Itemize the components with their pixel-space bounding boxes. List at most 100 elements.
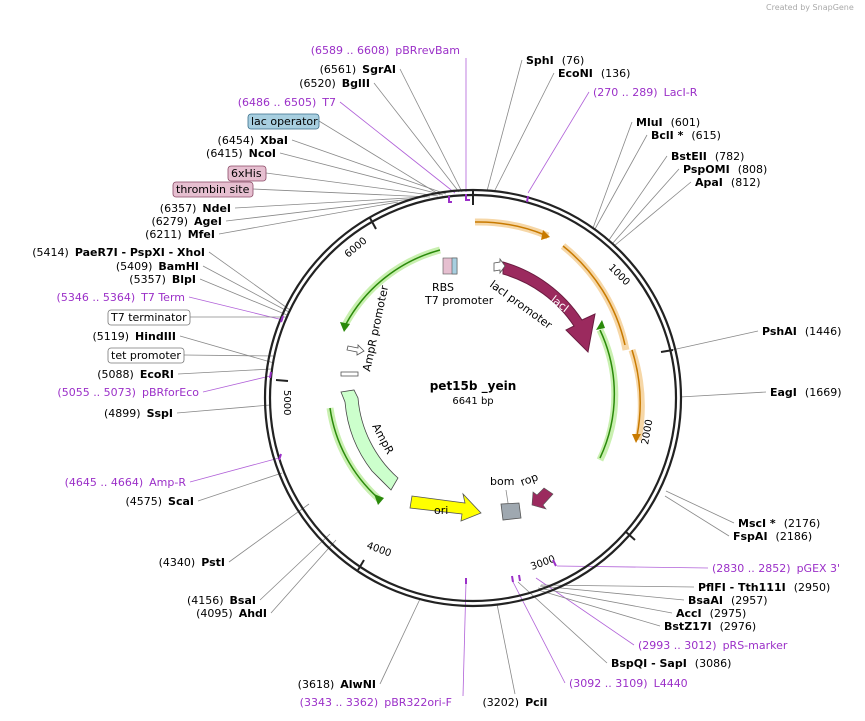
connector-17 — [189, 457, 280, 483]
primer-marks — [269, 194, 557, 584]
green-arrowhead-top-left — [340, 322, 350, 332]
site-label-amp-r: (4645 .. 4664)Amp-R — [65, 476, 187, 489]
plasmid-size: 6641 bp — [452, 396, 493, 407]
green-arc-top-left — [340, 246, 441, 329]
connector-18 — [197, 472, 283, 502]
green-arrowhead-lower-left — [374, 494, 384, 505]
site-label-pcii: (3202)PciI — [482, 696, 547, 709]
connector-12 — [188, 296, 284, 321]
site-label-bglii: (6520)BglII — [299, 77, 370, 90]
orange-arrowhead-top — [541, 230, 550, 240]
rbs-label: RBS — [432, 281, 454, 294]
site-label-hindiii: (5119)HindIII — [92, 330, 176, 343]
connector-8 — [218, 201, 399, 235]
connector-31 — [540, 584, 695, 588]
connector-44 — [486, 59, 523, 192]
svg-text:lac operator: lac operator — [251, 115, 318, 128]
site-label-bsteii: BstEII(782) — [671, 150, 744, 163]
connector-11 — [199, 278, 288, 316]
connector-10 — [202, 265, 290, 313]
connector-22 — [379, 598, 421, 685]
connector-38 — [611, 168, 680, 245]
rop-label: rop — [519, 470, 540, 488]
site-label-pbrforeco: (5055 .. 5073)pBRforEco — [57, 386, 199, 399]
connector-29 — [537, 587, 673, 614]
site-label-blpi: (5357)BlpI — [129, 273, 196, 286]
site-label-ncoi: (6415)NcoI — [206, 147, 276, 160]
connector-35 — [679, 391, 767, 398]
tick-label-5000: 5000 — [281, 390, 292, 415]
plasmid-name: pet15b _yein — [430, 379, 517, 394]
svg-text:T7 terminator: T7 terminator — [110, 311, 187, 324]
laci-promoter-arrow — [493, 257, 506, 275]
site-labels: (6589 .. 6608)pBRrevBam (6561)SgrAI(6520)… — [32, 44, 841, 709]
green-arrowhead-right — [596, 320, 605, 330]
t7-promoter-label: T7 promoter — [424, 294, 494, 307]
site-label-pshai: PshAI(1446) — [762, 325, 841, 338]
site-label-mlui: MluI(601) — [636, 116, 700, 129]
boxed-feature-6xhis: 6xHis — [227, 165, 267, 182]
site-label-pbrrevbam: (6589 .. 6608)pBRrevBam — [311, 44, 460, 57]
site-label-ecori: (5088)EcoRI — [97, 368, 174, 381]
connector-15 — [202, 375, 271, 393]
site-label-pgex-3: (2830 .. 2852)pGEX 3' — [712, 562, 840, 575]
connector-6 — [234, 196, 426, 209]
tick-label-3000: 3000 — [529, 554, 557, 573]
connector-42 — [527, 91, 590, 194]
site-label-pspomi: PspOMI(808) — [683, 163, 767, 176]
tick-label-2000: 2000 — [640, 419, 655, 446]
site-label-sspi: (4899)SspI — [104, 407, 173, 420]
connector-43 — [493, 72, 555, 193]
site-label-econi: EcoNI(136) — [558, 67, 630, 80]
green-arc-lower-left-line — [329, 407, 379, 499]
site-label-prs-marker: (2993 .. 3012)pRS-marker — [638, 639, 788, 652]
ampr-promoter-hatch — [340, 371, 359, 377]
connector-4 — [291, 139, 447, 195]
connector-13 — [179, 335, 275, 364]
site-label-scai: (4575)ScaI — [125, 495, 194, 508]
connector-14 — [177, 368, 272, 375]
ori-feature — [409, 492, 482, 522]
connector-19 — [228, 503, 310, 563]
green-arc-right-line — [599, 329, 616, 459]
connector-21 — [270, 539, 337, 614]
ori-label: ori — [434, 504, 448, 517]
svg-text:thrombin site: thrombin site — [176, 183, 250, 196]
tick-4000 — [357, 559, 365, 571]
site-label-bcli: BclI *(615) — [651, 129, 721, 142]
green-arc-top-left-line — [345, 249, 441, 325]
site-label-t7: (6486 .. 6505)T7 — [238, 96, 336, 109]
lac-operator-block — [451, 257, 458, 275]
site-label-sgrai: (6561)SgrAI — [320, 63, 396, 76]
site-label-paer7i-pspxi-xhoi: (5414)PaeR7I - PspXI - XhoI — [32, 246, 205, 259]
site-label-mfei: (6211)MfeI — [145, 228, 215, 241]
connector-32 — [556, 565, 709, 569]
site-label-t7-term: (5346 .. 5364)T7 Term — [57, 291, 185, 304]
connector-9 — [208, 251, 291, 311]
connector-41 — [592, 121, 633, 229]
boxed-feature-lac-operator: lac operator — [247, 113, 320, 130]
tick-label-4000: 4000 — [365, 540, 393, 559]
connector-28 — [537, 589, 661, 627]
connector-30 — [539, 585, 685, 601]
tick-6000 — [369, 217, 377, 230]
site-label-bstz17i: BstZ17I(2976) — [664, 620, 756, 633]
connector-25 — [511, 579, 566, 684]
site-label-bamhi: (5409)BamHI — [116, 260, 199, 273]
laci-feature — [502, 261, 596, 354]
tick-1000 — [660, 349, 674, 353]
connector-39 — [608, 155, 668, 241]
connector-7 — [225, 198, 412, 222]
tick-marks — [275, 190, 674, 571]
site-label-fspai: FspAI(2186) — [733, 530, 812, 543]
site-label-laci-r: (270 .. 289)LacI-R — [593, 86, 698, 99]
site-label-ahdi: (4095)AhdI — [196, 607, 267, 620]
site-label-bsaai: BsaAI(2957) — [688, 594, 768, 607]
connector-34 — [665, 490, 735, 524]
site-label-psti: (4340)PstI — [159, 556, 225, 569]
site-label-pbr322ori-f: (3343 .. 3362)pBR322ori-F — [300, 696, 452, 709]
site-label-sphi: SphI(76) — [526, 54, 584, 67]
svg-text:tet promoter: tet promoter — [111, 349, 181, 362]
bom-label: bom — [490, 475, 514, 488]
